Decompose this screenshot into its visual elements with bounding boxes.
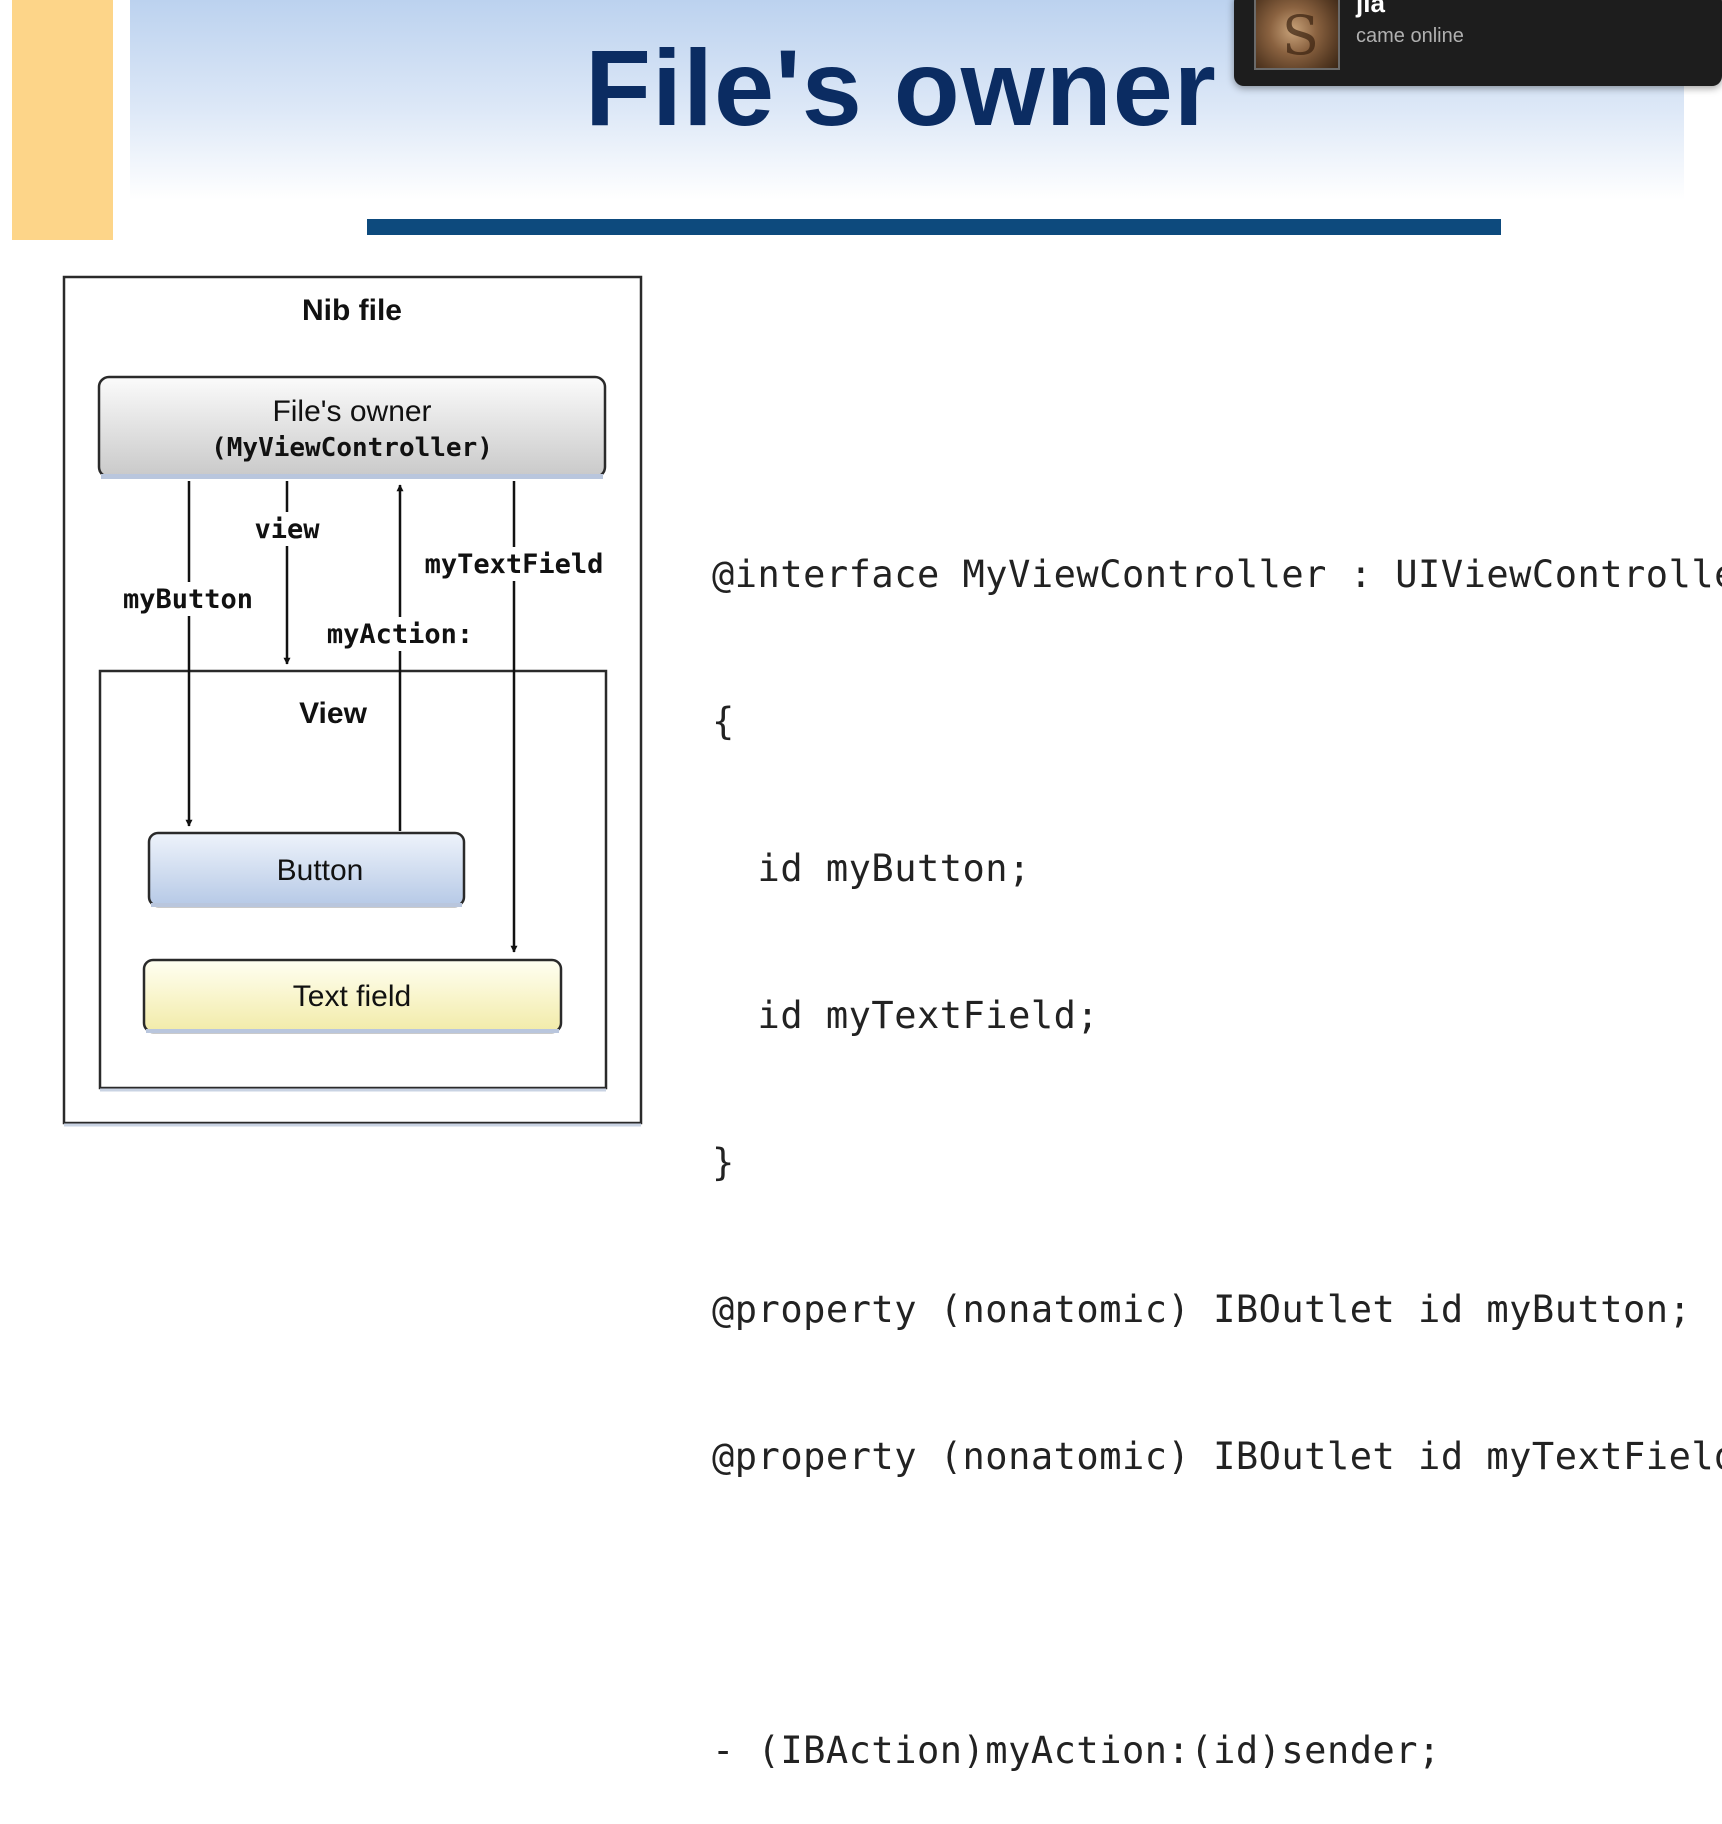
code-line: } [712, 1141, 735, 1184]
code-line: @interface MyViewController : UIViewCont… [712, 553, 1722, 596]
label-mytextfield: myTextField [425, 549, 604, 580]
nib-file-label: Nib file [302, 294, 402, 327]
code-line: @property (nonatomic) IBOutlet id myText… [712, 1435, 1722, 1478]
nib-diagram: Nib file View File's owner (MyViewContro… [62, 275, 643, 1127]
accent-bar [12, 0, 113, 240]
notification-status: came online [1356, 25, 1464, 47]
label-mybutton: myButton [123, 584, 253, 615]
files-owner-line2: (MyViewController) [211, 433, 493, 463]
button-box-label: Button [277, 854, 364, 887]
code-line: { [712, 700, 735, 743]
label-myaction: myAction: [327, 619, 473, 650]
online-notification[interactable]: S jia came online [1234, 0, 1722, 86]
text-field-box-label: Text field [293, 980, 411, 1013]
code-line: id myButton; [712, 847, 1031, 890]
code-line [712, 1579, 1722, 1628]
label-view: view [254, 514, 320, 545]
code-line: id myTextField; [712, 994, 1100, 1037]
title-rule [367, 219, 1501, 235]
notification-name: jia [1356, 0, 1385, 18]
code-line: @property (nonatomic) IBOutlet id myButt… [712, 1288, 1692, 1331]
files-owner-line1: File's owner [272, 395, 431, 428]
avatar: S [1254, 0, 1340, 70]
slide-title: File's owner [585, 27, 1217, 148]
view-label: View [299, 697, 367, 730]
avatar-glyph: S [1282, 4, 1319, 67]
code-line: - (IBAction)myAction:(id)sender; [712, 1729, 1441, 1772]
code-block: @interface MyViewController : UIViewCont… [712, 452, 1722, 1824]
